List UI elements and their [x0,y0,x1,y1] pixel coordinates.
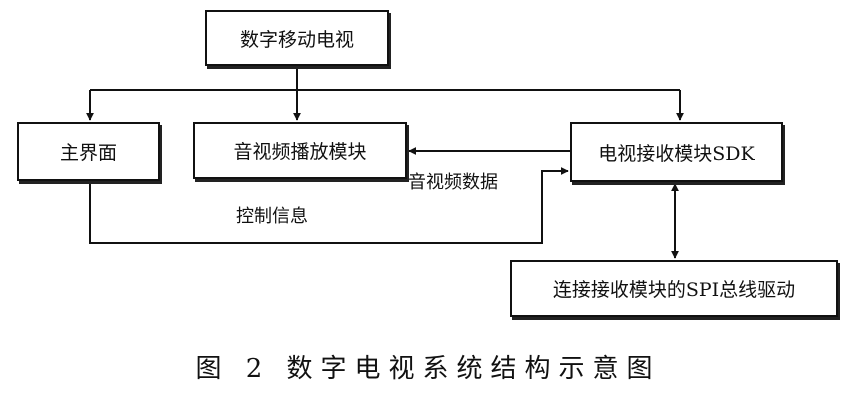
node-main-interface-label: 主界面 [59,142,117,164]
edge-label-av-data: 音视频数据 [408,172,498,193]
node-tv-receiver-sdk-label: 电视接收模块SDK [598,142,755,165]
node-main-interface: 主界面 [17,122,160,181]
figure-caption: 图 2 数字电视系统结构示意图 [195,354,661,384]
node-digital-mobile-tv-label: 数字移动电视 [239,28,354,51]
node-av-playback-module-label: 音视频播放模块 [233,141,367,163]
node-av-playback-module: 音视频播放模块 [193,122,407,179]
node-spi-bus-driver-label: 连接接收模块的SPI总线驱动 [552,279,796,301]
edge-label-control-info: 控制信息 [236,206,308,227]
node-tv-receiver-sdk: 电视接收模块SDK [570,122,783,182]
arrow-control-info [89,167,569,244]
node-spi-bus-driver: 连接接收模块的SPI总线驱动 [510,260,838,317]
node-digital-mobile-tv: 数字移动电视 [205,10,389,66]
